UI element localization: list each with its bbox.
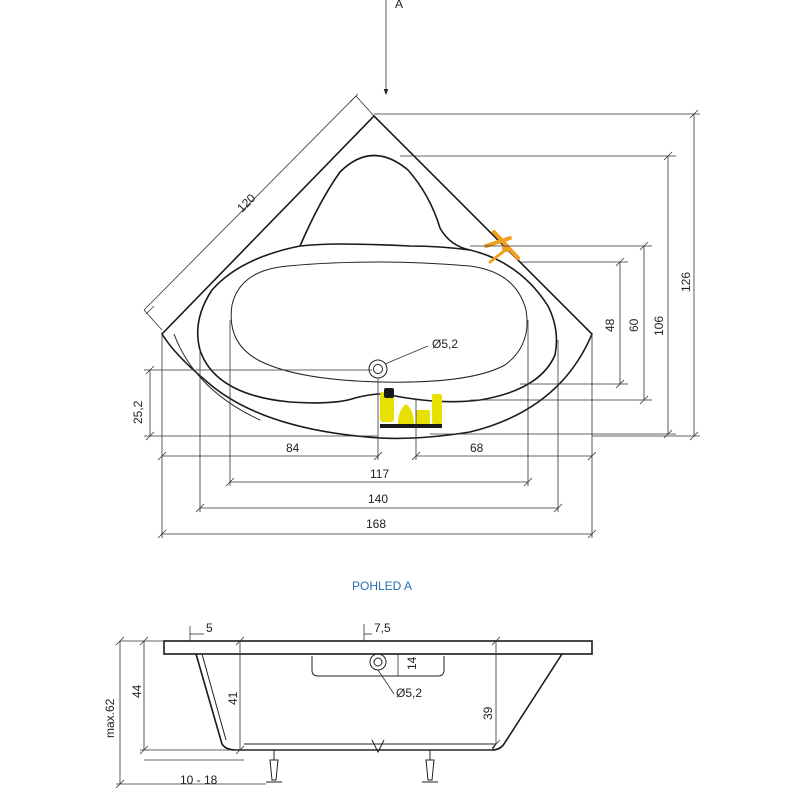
bathtub-rim [160, 114, 593, 440]
dimension-10-18-label: 10 - 18 [180, 773, 218, 787]
dimension-126 [689, 109, 699, 441]
dimension-84-label: 84 [286, 441, 300, 455]
side-base [244, 743, 497, 751]
right-extension-lines [374, 113, 700, 437]
overflow-slot [311, 656, 445, 677]
rim-inner-line [173, 333, 261, 421]
dimension-41-label: 41 [226, 691, 240, 705]
dimension-126-label: 126 [679, 272, 693, 292]
top-view: A Ø5,2 [131, 0, 700, 539]
dimension-39-label: 39 [481, 706, 495, 720]
basin-outer-contour [196, 243, 558, 404]
dimension-168 [157, 529, 597, 539]
dimension-max62-label: max.62 [103, 698, 117, 738]
dimension-25-2 [144, 365, 378, 441]
dimension-117 [225, 477, 533, 487]
dimension-5 [189, 626, 204, 641]
dimension-140 [195, 503, 563, 513]
dimension-25-2-label: 25,2 [131, 400, 145, 424]
dimension-106 [663, 151, 673, 439]
dimension-diagonal-label: 120 [234, 191, 258, 215]
view-arrow-label: A [395, 0, 403, 11]
overflow-drain-icon [369, 653, 387, 671]
dimension-68-label: 68 [470, 441, 484, 455]
dimension-5-label: 5 [206, 621, 213, 635]
side-body [195, 653, 563, 751]
side-drain-dimension: Ø5,2 [396, 686, 422, 700]
dimension-140-label: 140 [368, 492, 388, 506]
view-title: POHLED A [352, 579, 412, 593]
side-view: Ø5,2 5 7,5 14 [103, 621, 593, 789]
dimension-84 [157, 451, 383, 461]
dimension-44 [120, 636, 492, 755]
bottom-notch [371, 739, 385, 754]
dimension-48 [615, 257, 625, 389]
dimension-diagonal [143, 93, 375, 331]
dimension-44-label: 44 [130, 684, 144, 698]
overflow-logo-icon [380, 388, 442, 428]
dimension-39 [491, 636, 501, 749]
foot-left [266, 750, 282, 783]
basin-inner-oval [230, 261, 528, 383]
faucet-icon [484, 230, 520, 264]
drain-dimension: Ø5,2 [432, 337, 458, 351]
dimension-68 [411, 451, 597, 461]
dimension-106-label: 106 [652, 316, 666, 336]
side-rim [163, 640, 593, 655]
drain-icon [368, 359, 388, 379]
headrest-outline [299, 154, 471, 251]
dimension-60-label: 60 [627, 318, 641, 332]
dimension-max62 [115, 636, 266, 789]
side-body-inner [201, 653, 227, 741]
dimension-14-label: 14 [405, 656, 419, 670]
dimension-48-label: 48 [603, 318, 617, 332]
dimension-7-5-label: 7,5 [374, 621, 391, 635]
foot-right [422, 750, 438, 783]
dimension-41 [235, 636, 245, 755]
dimension-117-label: 117 [370, 467, 389, 481]
bottom-extension-lines [161, 320, 593, 538]
dimension-168-label: 168 [366, 517, 386, 531]
dimension-7-5 [363, 624, 372, 641]
dimension-60 [639, 241, 649, 405]
